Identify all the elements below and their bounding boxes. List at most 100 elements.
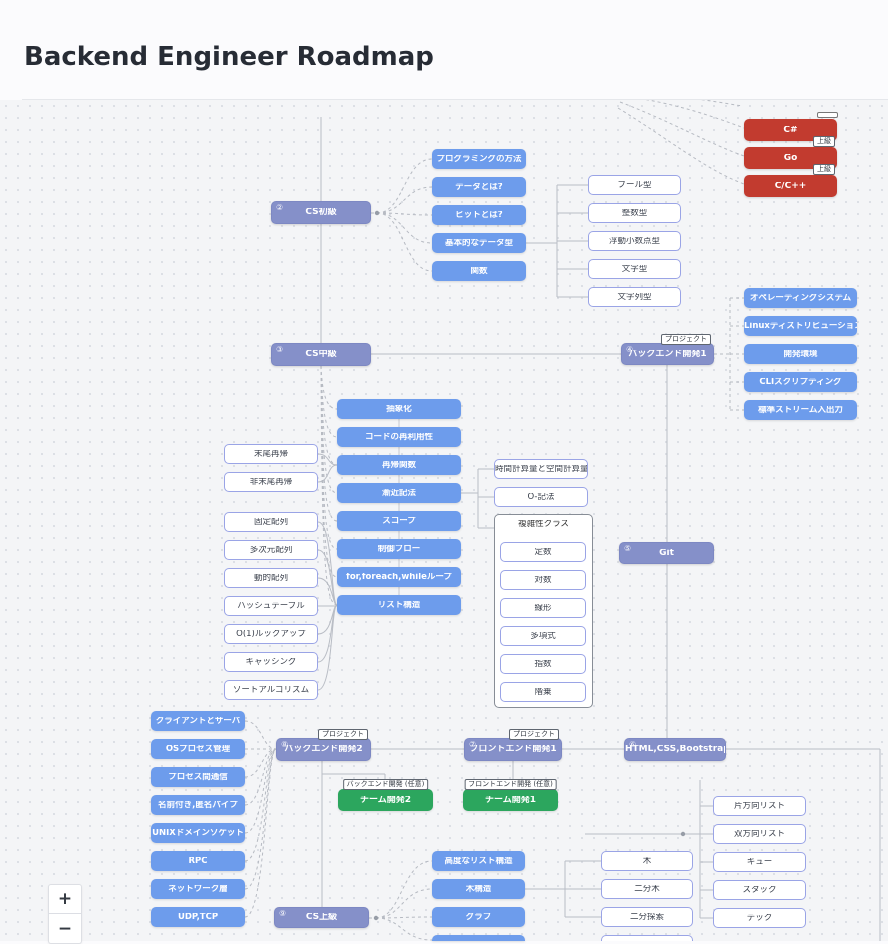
- node-tree-structure[interactable]: 木構造: [432, 879, 525, 899]
- node-label: ネットワーク層: [168, 884, 228, 894]
- node-list-structure[interactable]: リスト構造: [337, 595, 461, 615]
- node-boolean-type[interactable]: ブール型: [588, 175, 681, 195]
- node-label: 非末尾再帰: [249, 477, 293, 487]
- node-binary-search[interactable]: 二分探索: [601, 907, 693, 927]
- node-singly-linked-list[interactable]: 片方向リスト: [713, 796, 806, 816]
- node-unix-domain-socket[interactable]: UNIXドメインソケット: [151, 823, 245, 843]
- node-deque[interactable]: デック: [713, 908, 806, 928]
- node-asymptotic-notation[interactable]: 漸近記法: [337, 483, 461, 503]
- node-label: スコープ: [382, 516, 416, 526]
- node-label: 線形: [534, 603, 552, 613]
- node-label: 木構造: [465, 884, 492, 894]
- node-graph[interactable]: グラフ: [432, 907, 525, 927]
- node-inter-process-communication[interactable]: プロセス間通信: [151, 767, 245, 787]
- node-named-anonymous-pipes[interactable]: 名前付き,匿名パイプ: [151, 795, 245, 815]
- node-tail-recursion[interactable]: 末尾再帰: [224, 444, 318, 464]
- node-basic-data-types[interactable]: 基本的なデータ型: [432, 233, 526, 253]
- node-cli-scripting[interactable]: CLIスクリプティング: [744, 372, 857, 392]
- node-integer-type[interactable]: 整数型: [588, 203, 681, 223]
- node-factorial[interactable]: 階乗: [500, 682, 586, 702]
- node-network-layer[interactable]: ネットワーク層: [151, 879, 245, 899]
- node-time-space-complexity[interactable]: 時間計算量と空間計算量: [494, 459, 588, 479]
- node-label: 片方向リスト: [733, 801, 785, 811]
- node-abstraction[interactable]: 抽象化: [337, 399, 461, 419]
- node-badge: プロジェクト: [661, 334, 711, 345]
- node-label: デック: [746, 913, 773, 923]
- node-label: 階乗: [534, 687, 552, 697]
- node-control-flow[interactable]: 制御フロー: [337, 539, 461, 559]
- node-go[interactable]: Go 上級: [744, 147, 837, 175]
- node-label: 木: [642, 856, 652, 866]
- zoom-out-button[interactable]: −: [48, 914, 82, 944]
- node-stack[interactable]: スタック: [713, 880, 806, 900]
- node-exponential[interactable]: 指数: [500, 654, 586, 674]
- node-dev-environment[interactable]: 開発環境: [744, 344, 857, 364]
- node-label: 多項式: [530, 631, 556, 641]
- node-label: Go: [783, 153, 798, 163]
- node-label: 高度なリスト構造: [444, 856, 513, 866]
- node-multi-dim-array[interactable]: 多次元配列: [224, 540, 318, 560]
- node-non-tail-recursion[interactable]: 非末尾再帰: [224, 472, 318, 492]
- node-advanced-list-structure[interactable]: 高度なリスト構造: [432, 851, 525, 871]
- node-label: 多次元配列: [249, 545, 293, 555]
- node-rpc[interactable]: RPC: [151, 851, 245, 871]
- node-hash-table[interactable]: ハッシュテーブル: [224, 596, 318, 616]
- node-code-reusability[interactable]: コードの再利用性: [337, 427, 461, 447]
- node-what-is-bit[interactable]: ビットとは?: [432, 205, 526, 225]
- node-udp-tcp[interactable]: UDP,TCP: [151, 907, 245, 927]
- node-tree[interactable]: 木: [601, 851, 693, 871]
- node-operating-system[interactable]: オペレーティングシステム: [744, 288, 857, 308]
- node-label: O(1)ルックアップ: [236, 629, 306, 639]
- node-label: 指数: [534, 659, 552, 669]
- node-scope[interactable]: スコープ: [337, 511, 461, 531]
- node-label: 関数: [470, 266, 488, 276]
- node-label: キャッシング: [245, 657, 297, 667]
- node-functions[interactable]: 関数: [432, 261, 526, 281]
- node-c-cpp[interactable]: C/C++: [744, 175, 837, 197]
- node-client-server[interactable]: クライアントとサーバ: [151, 711, 245, 731]
- zoom-in-button[interactable]: +: [48, 884, 82, 914]
- node-label: HTML,CSS,Bootstrap: [625, 745, 725, 754]
- node-loops[interactable]: for,foreach,whileループ: [337, 567, 461, 587]
- node-label: UDP,TCP: [177, 912, 219, 922]
- node-o1-lookup[interactable]: O(1)ルックアップ: [224, 624, 318, 644]
- node-label: 複雑性クラス: [518, 520, 569, 529]
- node-queue[interactable]: キュー: [713, 852, 806, 872]
- node-linux-distribution[interactable]: Linuxディストリビューション: [744, 316, 857, 336]
- node-polynomial[interactable]: 多項式: [500, 626, 586, 646]
- node-fixed-array[interactable]: 固定配列: [224, 512, 318, 532]
- node-doubly-linked-list[interactable]: 双方向リスト: [713, 824, 806, 844]
- node-string-type[interactable]: 文字列型: [588, 287, 681, 307]
- node-label: コードの再利用性: [364, 432, 433, 442]
- node-os-process-management[interactable]: OSプロセス管理: [151, 739, 245, 759]
- node-badge: 上級: [813, 164, 835, 175]
- node-programming-method[interactable]: プログラミングの方法: [432, 149, 526, 169]
- node-big-o-notation[interactable]: O-記法: [494, 487, 588, 507]
- node-constant[interactable]: 定数: [500, 542, 586, 562]
- node-caching[interactable]: キャッシング: [224, 652, 318, 672]
- node-sort-algorithm[interactable]: ソートアルゴリズム: [224, 680, 318, 700]
- node-logarithmic[interactable]: 対数: [500, 570, 586, 590]
- step-number: ⑤: [624, 544, 632, 553]
- page-title: Backend Engineer Roadmap: [24, 42, 434, 72]
- node-recursive-function[interactable]: 再帰関数: [337, 455, 461, 475]
- node-what-is-data[interactable]: データとは?: [432, 177, 526, 197]
- node-linear[interactable]: 線形: [500, 598, 586, 618]
- node-float-type[interactable]: 浮動小数点型: [588, 231, 681, 251]
- node-char-type[interactable]: 文字型: [588, 259, 681, 279]
- node-binary-tree[interactable]: 二分木: [601, 879, 693, 899]
- step-number: ③: [276, 345, 284, 354]
- node-csharp[interactable]: C#上級: [744, 119, 837, 147]
- node-standard-streams[interactable]: 標準ストリーム入出力: [744, 400, 857, 420]
- node-dynamic-array[interactable]: 動的配列: [224, 568, 318, 588]
